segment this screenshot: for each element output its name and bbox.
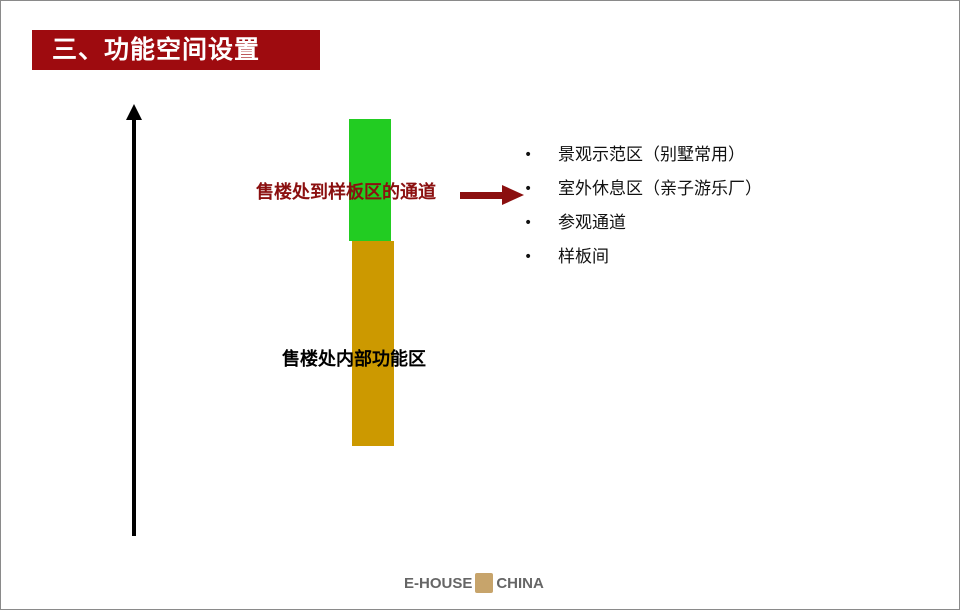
list-item-text: 样板间	[558, 247, 609, 267]
list-item-text: 参观通道	[558, 213, 626, 233]
interior-label: 售楼处内部功能区	[282, 349, 426, 370]
vertical-axis-arrowhead	[126, 104, 142, 120]
list-item-text: 景观示范区（别墅常用）	[558, 145, 745, 165]
list-item: • 参观通道	[524, 210, 762, 244]
bullet-icon: •	[524, 147, 533, 163]
arrow-right-icon	[460, 192, 504, 199]
interior-block	[352, 241, 394, 446]
passage-block	[349, 119, 391, 241]
list-item: • 景观示范区（别墅常用）	[524, 142, 762, 176]
list-item-text: 室外休息区（亲子游乐厂）	[558, 179, 762, 199]
seal-icon	[475, 573, 494, 593]
company-logo: E-HOUSE CHINA	[404, 573, 544, 593]
logo-text-left: E-HOUSE	[404, 574, 473, 592]
bullet-icon: •	[524, 215, 533, 231]
bullet-icon: •	[524, 181, 533, 197]
slide-title: 三、功能空间设置	[32, 30, 320, 70]
logo-text-right: CHINA	[496, 574, 544, 592]
list-item: • 样板间	[524, 244, 762, 278]
arrow-right-icon-head	[502, 185, 524, 205]
list-item: • 室外休息区（亲子游乐厂）	[524, 176, 762, 210]
passage-label: 售楼处到样板区的通道	[256, 182, 436, 203]
feature-list: • 景观示范区（别墅常用） • 室外休息区（亲子游乐厂） • 参观通道 • 样板…	[524, 142, 762, 278]
bullet-icon: •	[524, 249, 533, 265]
vertical-axis-line	[132, 116, 136, 536]
